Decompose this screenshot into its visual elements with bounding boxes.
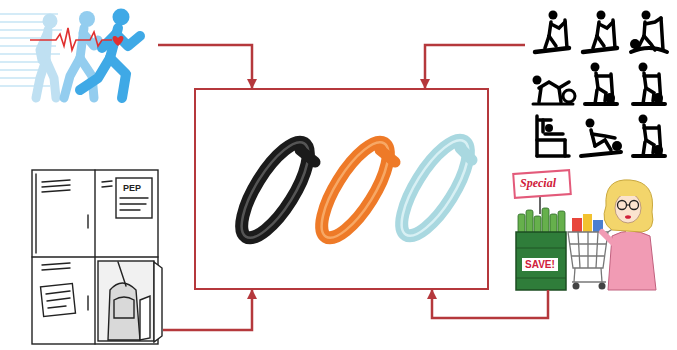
- flow-arrow: [163, 290, 252, 330]
- sale-sign: Special: [518, 176, 558, 191]
- flow-arrow: [158, 45, 252, 88]
- locker-illustration: PEP: [28, 165, 163, 350]
- locker-note: PEP: [121, 182, 143, 194]
- flow-arrow: [432, 290, 548, 318]
- shopping-illustration: SpecialSAVE!: [510, 168, 672, 290]
- runner-illustration: [0, 0, 158, 108]
- gym-icons: [525, 0, 677, 165]
- flow-arrow: [425, 45, 525, 88]
- sale-label: SAVE!: [522, 258, 558, 271]
- wristband-box: [194, 88, 489, 290]
